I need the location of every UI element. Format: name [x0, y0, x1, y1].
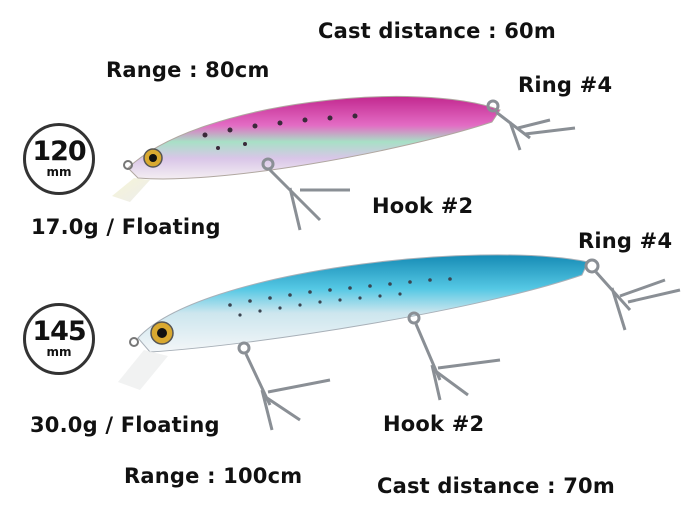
- lure-145-hook: Hook #2: [383, 412, 485, 436]
- size-value: 120: [32, 136, 86, 167]
- size-unit: mm: [46, 345, 72, 359]
- size-badge-120: 120 mm: [23, 123, 95, 195]
- size-unit: mm: [46, 165, 72, 179]
- lure-120-weight: 17.0g / Floating: [31, 215, 221, 239]
- lure-120-range: Range : 80cm: [106, 58, 270, 82]
- lure-145-body: [118, 254, 589, 390]
- lure-145-weight: 30.0g / Floating: [30, 413, 220, 437]
- lure-120-cast-distance: Cast distance : 60m: [318, 19, 556, 43]
- lure-120-hook: Hook #2: [372, 194, 474, 218]
- lure-120-ring: Ring #4: [518, 73, 613, 97]
- lure-145-range: Range : 100cm: [124, 464, 303, 488]
- size-badge-145: 145 mm: [23, 303, 95, 375]
- size-value: 145: [32, 316, 86, 347]
- lure-145-ring: Ring #4: [578, 229, 673, 253]
- lure-145-hooks: [237, 258, 681, 431]
- lure-145-cast-distance: Cast distance : 70m: [377, 474, 615, 498]
- lure-120-body: [112, 95, 501, 202]
- lure-120-hooks: [261, 99, 576, 231]
